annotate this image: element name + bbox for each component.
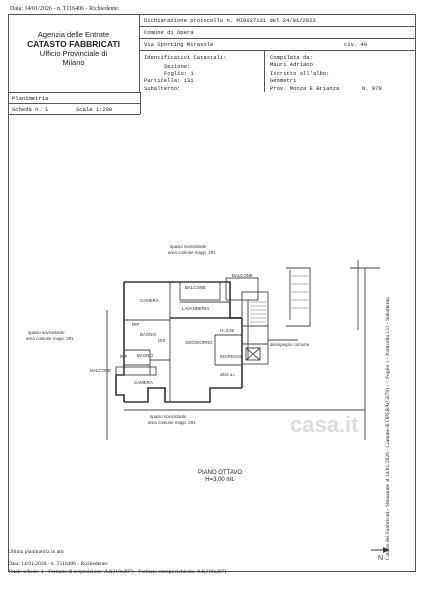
ingresso-label: INGRESSO (220, 354, 244, 359)
height-mark: H=2,65 (220, 328, 235, 333)
protocol-number: MI0027131 (236, 17, 267, 24)
bagno2-label: BAGNO (137, 353, 153, 358)
disimpegno-label: disimpegno comune (270, 342, 310, 347)
albo-value: Geometri (270, 77, 297, 84)
civic-number: civ. 49 (344, 41, 368, 48)
spazio-top-sub: area comune mapp. 291 (168, 250, 216, 255)
dis-label: DIS (158, 338, 165, 343)
floor-label: PIANO OTTAVO H=3,00 mt. (180, 470, 260, 484)
address-line: Via Sporting Mirasole civ. 49 (144, 41, 412, 48)
albo-label: Iscritto all'albo: (270, 70, 330, 77)
agency-name: Agenzia delle Entrate (37, 30, 110, 39)
compilata-label: Compilata da: (270, 54, 313, 61)
camera-top-label: CAMERA (140, 298, 159, 303)
document-frame (8, 14, 416, 572)
floor-height: H=3,00 mt. (205, 477, 235, 483)
altro-label: altra u.i. (220, 372, 236, 377)
footer-data-line: Data: 14/01/2026 - n. T116406 - Richiede… (8, 561, 109, 567)
spazio-left-label: spazio sovrastante (28, 330, 65, 335)
soggiorno-label: SOGGIORNO (185, 340, 213, 345)
catastali-title: Identificativi Catastali: (144, 54, 227, 61)
spazio-top-label: spazio sovrastante (170, 244, 207, 249)
footer-schede-line: Totale schede: 1 - Formato di acquisizio… (8, 569, 227, 575)
sezione-field: Sezione: (164, 63, 191, 70)
compiler-name: Mauri Adriano (270, 61, 313, 68)
spazio-bottom-label: spazio sovrastante (150, 414, 187, 419)
scheda-label: Scheda n. 1 (12, 106, 49, 113)
city-label: Milano (62, 58, 85, 67)
comune-line: Comune di Opera (144, 29, 194, 36)
province-line: Prov. Monza E Brianza N. 979 (270, 85, 382, 92)
planimetria-label: Planimetria (12, 95, 49, 102)
particella-field: Particella: 131 (144, 77, 194, 84)
declaration-block: Dichiarazione protocollo n. MI0027131 de… (140, 14, 416, 92)
bagno1-label: BAGNO (140, 332, 156, 337)
plan-meta-block: Planimetria Scheda n. 1 Scala 1:200 (8, 92, 141, 132)
ufficio-label: Ufficio Provinciale di (39, 49, 108, 58)
protocol-date: 24/01/2023 (282, 17, 316, 24)
scala-label: Scala 1:200 (76, 106, 113, 113)
street-address: Via Sporting Mirasole (144, 41, 214, 48)
spazio-left-sub: area comune mapp. 291 (26, 336, 74, 341)
svg-text:N: N (378, 555, 383, 562)
lavanderia-label: LAVANDERIA (182, 306, 209, 311)
protocol-line: Dichiarazione protocollo n. MI0027131 de… (144, 17, 316, 24)
north-arrow-icon: N (368, 538, 392, 562)
floor-plan: spazio sovrastante area comune mapp. 291… (20, 240, 400, 470)
subalterno-field: Subalterno: (144, 85, 181, 92)
foglio-field: Foglio: 1 (164, 70, 194, 77)
watermark: casa.it (290, 412, 359, 437)
balcone-right-label: BALCONE (232, 273, 253, 278)
balcone-left-label: BALCONE (90, 368, 111, 373)
side-catasto-text: Catasto dei Fabbricati - Situazione al 1… (385, 297, 391, 560)
floor-name: PIANO OTTAVO (197, 470, 243, 476)
rip1-label: RIP (132, 322, 139, 327)
request-header-line: Data: 14/01/2026 - n. T116406 - Richiede… (10, 6, 120, 12)
ultima-planimetria: Ultima planimetria in atti (8, 549, 64, 555)
spazio-bottom-sub: area comune mapp. 291 (148, 420, 196, 425)
rip2-label: RIP (120, 354, 127, 359)
agency-block: Agenzia delle Entrate CATASTO FABBRICATI… (8, 14, 140, 92)
footer-lines: Ultima planimetria in atti Data: 14/01/2… (8, 548, 328, 576)
balcone-top-label: BALCONE (185, 285, 206, 290)
catasto-title: CATASTO FABBRICATI (27, 39, 120, 49)
camera-bottom-label: CAMERA (134, 380, 153, 385)
